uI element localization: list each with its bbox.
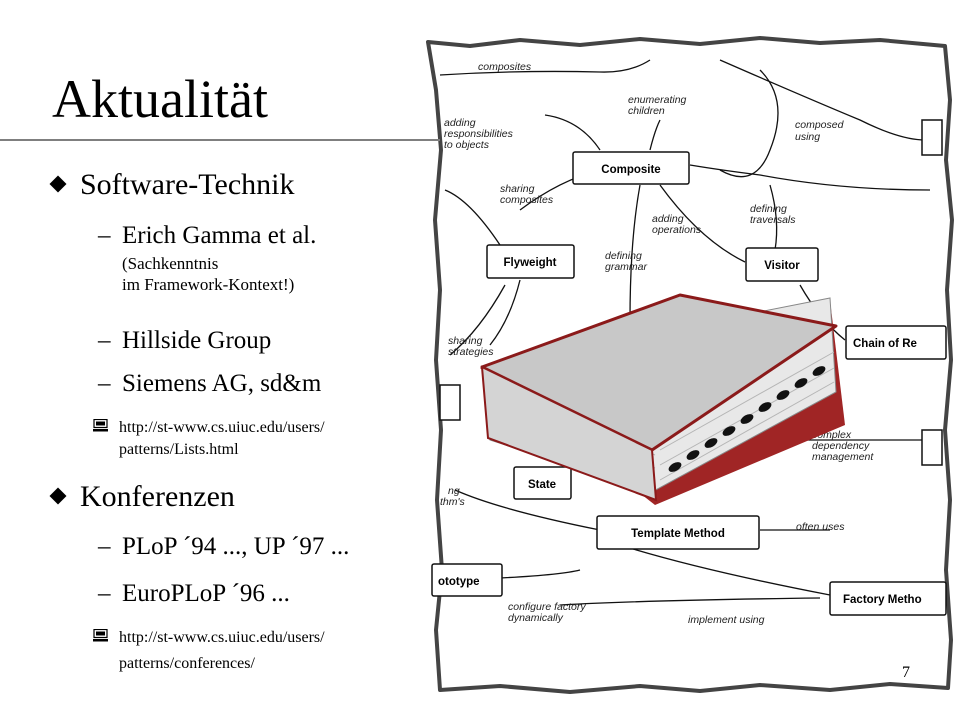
label-ng: ng xyxy=(448,485,460,497)
slide-title: Aktualität xyxy=(52,69,268,129)
visitor-box-label: Visitor xyxy=(764,260,800,272)
template-box-label: Template Method xyxy=(631,528,725,540)
label-strategies: strategies xyxy=(448,346,494,358)
label-composed: composed xyxy=(795,119,845,131)
label-dynamically: dynamically xyxy=(508,612,564,624)
label-responsibilities: responsibilities xyxy=(444,128,514,140)
template-box xyxy=(596,515,760,550)
partial-box-right-top xyxy=(921,119,943,156)
label-adding-1: adding xyxy=(444,117,476,129)
label-using: using xyxy=(795,131,820,143)
label-to-objects: to objects xyxy=(444,139,490,151)
diamond-icon xyxy=(49,175,67,193)
label-sharing-2: sharing xyxy=(448,335,483,347)
chain-box xyxy=(845,325,947,360)
label-implement: implement using xyxy=(688,614,765,626)
sub-item-text: Erich Gamma et al. xyxy=(122,222,317,249)
dash-icon: – xyxy=(98,222,111,249)
computer-icon xyxy=(93,419,108,432)
label-traversals: traversals xyxy=(750,214,796,226)
dash-icon: – xyxy=(98,580,111,607)
state-box-label: State xyxy=(528,479,556,491)
label-dependency: dependency xyxy=(812,440,870,452)
sub-item-text: EuroPLoP ´96 ... xyxy=(122,580,290,607)
label-composites: composites xyxy=(478,61,532,73)
partial-box-right-mid xyxy=(921,429,943,466)
bullet-konferenzen: Konferenzen xyxy=(49,480,235,513)
sub-item-note: (Sachkenntnis im Framework-Kontext!) xyxy=(122,254,294,295)
label-operations: operations xyxy=(652,224,702,236)
visitor-box xyxy=(745,247,819,282)
partial-box-left-mid xyxy=(439,384,461,421)
label-grammar: grammar xyxy=(605,261,648,273)
diamond-icon xyxy=(49,487,67,505)
link-line-2[interactable]: patterns/conferences/ xyxy=(119,655,255,672)
label-configure: configure factory xyxy=(508,601,586,613)
label-enumerating: enumerating xyxy=(628,94,687,106)
factory-box-label: Factory Metho xyxy=(843,594,922,606)
composite-box xyxy=(572,151,690,185)
link-line-2[interactable]: patterns/Lists.html xyxy=(119,441,239,458)
computer-icon xyxy=(93,629,108,642)
state-box xyxy=(513,466,572,500)
link-line-1[interactable]: http://st-www.cs.uiuc.edu/users/ xyxy=(119,629,325,646)
label-often-uses: often uses xyxy=(796,521,845,533)
label-management: management xyxy=(812,451,874,463)
label-thms: thm's xyxy=(440,496,466,508)
label-adding-2: adding xyxy=(652,213,684,225)
sub-item-text: Hillside Group xyxy=(122,327,272,354)
bullet-label: Konferenzen xyxy=(80,480,235,513)
dash-icon: – xyxy=(98,327,111,354)
label-defining-1: defining xyxy=(750,203,787,215)
title-underline xyxy=(0,139,440,141)
dash-icon: – xyxy=(98,533,111,560)
note-line-2: im Framework-Kontext!) xyxy=(122,274,295,294)
sub-item-text: Siemens AG, sd&m xyxy=(122,370,322,397)
dash-icon: – xyxy=(98,370,111,397)
composite-box-label: Composite xyxy=(601,164,660,176)
chain-box-label: Chain of Re xyxy=(853,338,917,350)
prototype-box-label: ototype xyxy=(438,576,480,588)
book-icon xyxy=(480,293,845,505)
label-sharing-1: sharing xyxy=(500,183,535,195)
label-children: children xyxy=(628,105,665,117)
prototype-box xyxy=(431,563,503,597)
bullet-software-technik: Software-Technik xyxy=(49,168,295,201)
link-line-1[interactable]: http://st-www.cs.uiuc.edu/users/ xyxy=(119,419,325,436)
factory-box xyxy=(829,581,947,616)
note-line-1: (Sachkenntnis xyxy=(122,254,219,273)
label-composites-2: composites xyxy=(500,194,554,206)
flyweight-box xyxy=(486,244,575,279)
page-number: 7 xyxy=(902,664,910,681)
flyweight-box-label: Flyweight xyxy=(503,257,556,269)
bullet-label: Software-Technik xyxy=(80,168,295,201)
label-defining-2: defining xyxy=(605,250,642,262)
sub-item-text: PLoP ´94 ..., UP ´97 ... xyxy=(122,533,350,560)
